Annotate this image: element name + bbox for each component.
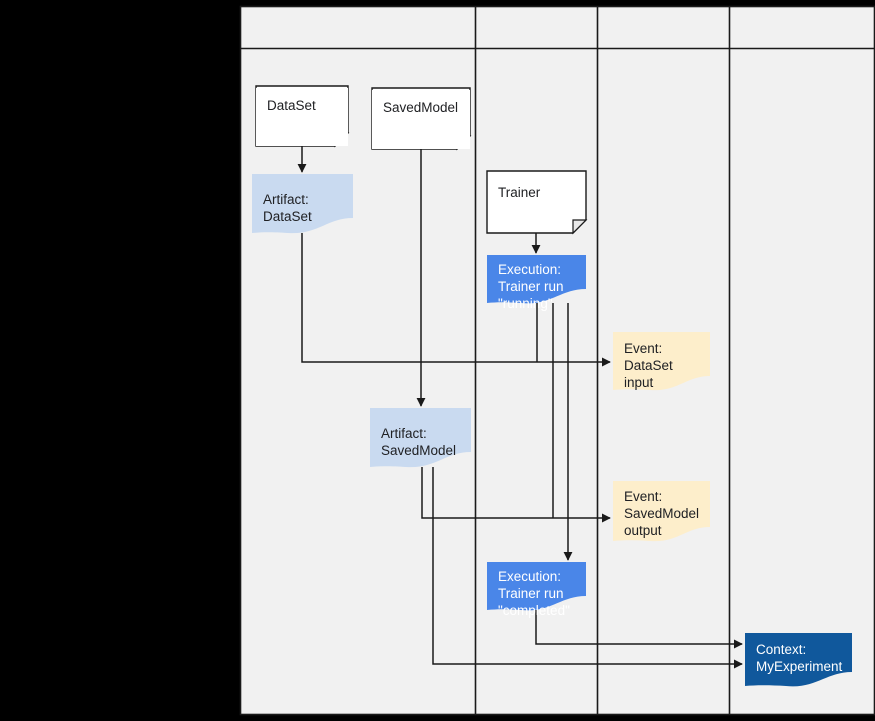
node-context-myexperiment[interactable]: Context: MyExperiment bbox=[745, 632, 852, 682]
node-execution-running[interactable]: Execution: Trainer run "running" bbox=[487, 252, 586, 311]
node-dataset-label: DataSet bbox=[267, 98, 316, 113]
lane-header-events-label: Events bbox=[639, 17, 689, 34]
lane-header-contexts: Contexts bbox=[730, 17, 875, 34]
node-event-dataset-input-label: Event: DataSet input bbox=[624, 341, 673, 390]
node-execution-completed[interactable]: Execution: Trainer run "completed" bbox=[487, 559, 586, 618]
lane-header-contexts-label: Contexts bbox=[770, 17, 835, 34]
lane-header-artifacts: Artifacts bbox=[240, 17, 476, 34]
lane-header-execution: Execution bbox=[476, 17, 598, 34]
node-dataset[interactable]: DataSet bbox=[256, 88, 348, 146]
node-event-savedmodel-output[interactable]: Event: SavedModel output bbox=[613, 479, 710, 541]
node-event-savedmodel-output-label: Event: SavedModel output bbox=[624, 489, 700, 538]
node-artifact-dataset-label: Artifact: DataSet bbox=[263, 192, 312, 224]
node-trainer-label: Trainer bbox=[498, 185, 541, 200]
lane-header-execution-label: Execution bbox=[500, 17, 574, 34]
node-execution-completed-label: Execution: Trainer run "completed" bbox=[498, 569, 570, 618]
node-artifact-savedmodel[interactable]: Artifact: SavedModel bbox=[370, 416, 471, 467]
lane-header-artifacts-label: Artifacts bbox=[327, 17, 389, 34]
node-execution-running-label: Execution: Trainer run "running" bbox=[498, 262, 564, 311]
node-event-dataset-input[interactable]: Event: DataSet input bbox=[613, 331, 710, 390]
node-savedmodel[interactable]: SavedModel bbox=[372, 90, 470, 149]
node-artifact-savedmodel-label: Artifact: SavedModel bbox=[381, 426, 457, 458]
node-trainer[interactable]: Trainer bbox=[487, 175, 586, 233]
node-savedmodel-label: SavedModel bbox=[383, 100, 459, 115]
lane-header-events: Events bbox=[598, 17, 730, 34]
node-context-myexperiment-label: Context: MyExperiment bbox=[756, 642, 843, 674]
node-artifact-dataset[interactable]: Artifact: DataSet bbox=[252, 182, 353, 233]
